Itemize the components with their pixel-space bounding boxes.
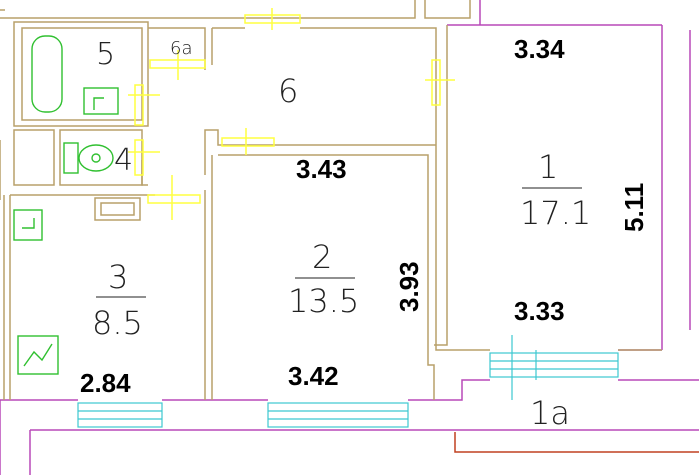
dim-room2-side: 3.93 <box>394 261 424 312</box>
stove-icon <box>17 335 59 375</box>
room-5-number: 5 <box>96 37 115 72</box>
sink-icon <box>83 87 119 115</box>
dim-room2-bottom: 3.42 <box>288 361 339 391</box>
door-toilet <box>128 139 160 176</box>
balcony-number: 1a <box>530 394 570 432</box>
fixtures <box>13 35 119 375</box>
room-4-number: 4 <box>114 143 133 178</box>
dim-room2-top: 3.43 <box>296 154 347 184</box>
dim-room1-bottom: 3.33 <box>514 296 565 326</box>
window-room3 <box>77 402 163 428</box>
bathtub-icon <box>31 35 63 113</box>
washbasin-icon <box>13 209 43 241</box>
door-room1 <box>425 59 455 106</box>
door-6a <box>149 50 206 80</box>
interior-walls <box>0 0 662 400</box>
room-6a-number: 6a <box>170 38 192 59</box>
room-1-number: 1 <box>538 148 558 186</box>
door-kitchen <box>147 175 201 220</box>
door-bath <box>128 84 160 126</box>
room-6-number: 6 <box>278 72 298 110</box>
dim-room3-bottom: 2.84 <box>80 368 131 398</box>
doors <box>128 8 455 220</box>
room-2-number: 2 <box>312 238 332 276</box>
dim-room1-side: 5.11 <box>619 183 649 232</box>
room-labels: 5 6a 6 4 1 17.1 2 13.5 3 8.5 1a <box>92 37 591 432</box>
door-6-top <box>244 8 301 30</box>
dim-room1-top: 3.34 <box>514 34 565 64</box>
windows <box>77 335 619 428</box>
window-room2 <box>267 402 409 428</box>
room-2-area: 13.5 <box>288 282 359 320</box>
room-3-number: 3 <box>108 258 128 296</box>
door-room2 <box>221 128 275 155</box>
window-room1 <box>489 335 619 400</box>
toilet-icon <box>63 142 114 174</box>
room-3-area: 8.5 <box>92 304 143 342</box>
room-1-area: 17.1 <box>520 194 591 232</box>
balcony-rail <box>454 432 699 453</box>
dimension-labels: 3.34 3.33 5.11 3.43 3.93 3.42 2.84 <box>80 34 649 398</box>
